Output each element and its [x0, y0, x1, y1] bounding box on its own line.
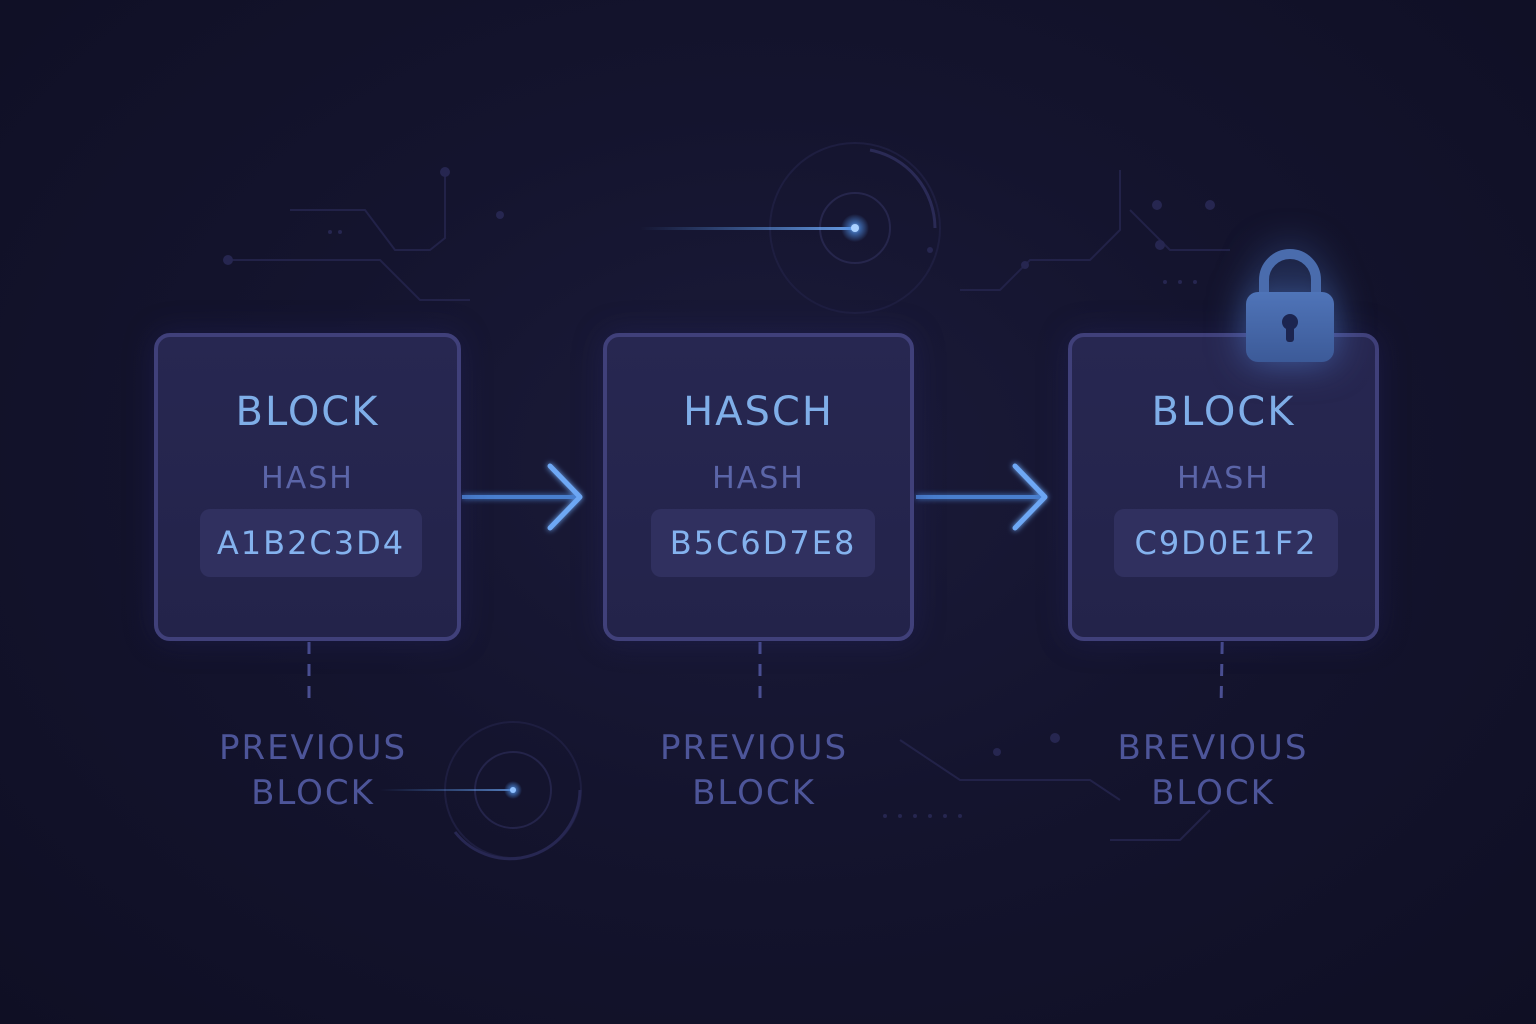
circuit-traces — [230, 170, 1230, 841]
previous-label-line: BLOCK — [251, 773, 375, 813]
block-title: BLOCK — [235, 389, 380, 435]
arrow-right-icon — [462, 463, 583, 531]
previous-block-label: PREVIOUS BLOCK — [624, 726, 884, 816]
glow-orb-top — [640, 142, 941, 314]
hash-value: A1B2C3D4 — [200, 509, 422, 577]
previous-block-links — [307, 597, 1225, 709]
previous-label-line: BREVIOUS — [1117, 728, 1309, 768]
previous-label-line: PREVIOUS — [218, 728, 408, 768]
previous-label-line: PREVIOUS — [659, 728, 849, 768]
hash-value: B5C6D7E8 — [651, 509, 875, 577]
dotted-traces — [328, 230, 1197, 818]
block-title: BLOCK — [1151, 389, 1296, 435]
block-card: HASCH HASH B5C6D7E8 — [603, 333, 914, 641]
block-card: BLOCK HASH A1B2C3D4 — [154, 333, 461, 641]
padlock-icon — [1246, 249, 1334, 362]
arrow-right-icon — [916, 463, 1048, 531]
hash-label: HASH — [712, 461, 805, 496]
circuit-dots — [223, 167, 1215, 756]
hash-label: HASH — [1177, 461, 1270, 496]
previous-block-label: PREVIOUS BLOCK — [183, 726, 443, 816]
previous-label-line: BLOCK — [1151, 773, 1275, 813]
hash-label: HASH — [261, 461, 354, 496]
glow-orb-bottom — [380, 721, 582, 861]
block-card: BLOCK HASH C9D0E1F2 — [1068, 333, 1379, 641]
block-title: HASCH — [683, 389, 834, 435]
previous-label-line: BLOCK — [692, 773, 816, 813]
previous-block-label: BREVIOUS BLOCK — [1083, 726, 1343, 816]
hash-value: C9D0E1F2 — [1114, 509, 1338, 577]
